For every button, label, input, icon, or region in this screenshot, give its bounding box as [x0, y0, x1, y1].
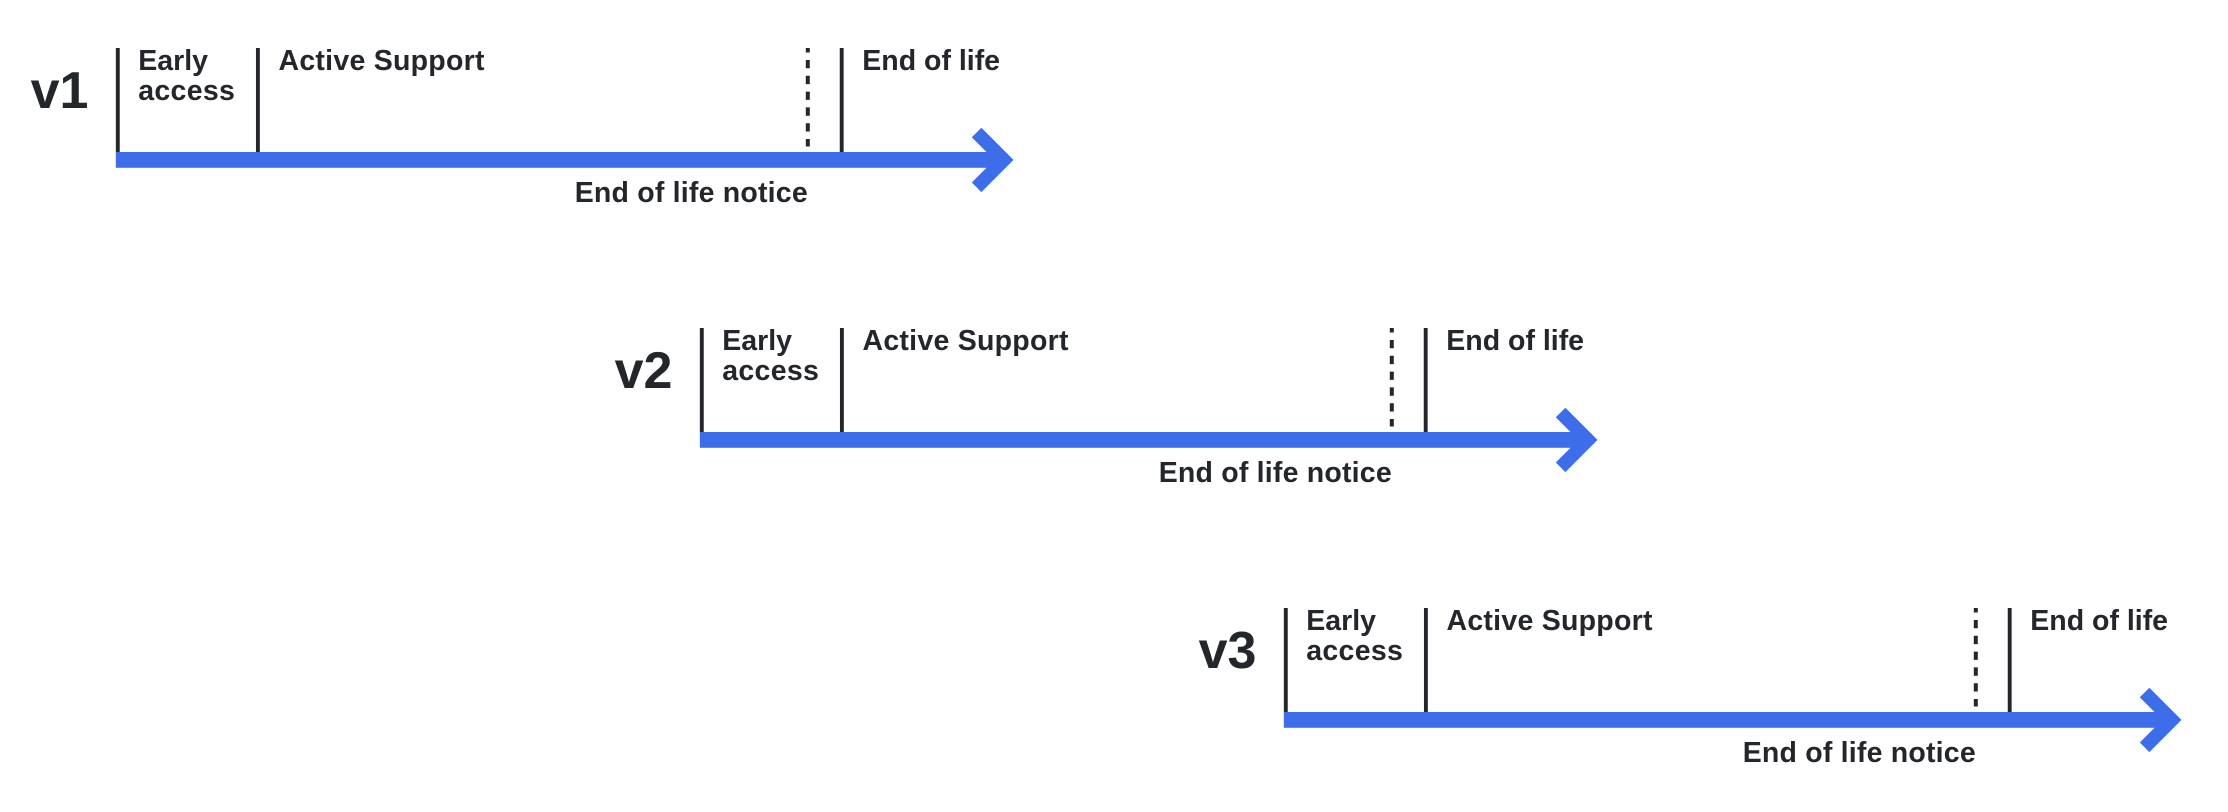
svg-text:v1: v1	[31, 62, 89, 120]
svg-text:v3: v3	[1199, 622, 1257, 680]
svg-text:v2: v2	[615, 342, 673, 400]
